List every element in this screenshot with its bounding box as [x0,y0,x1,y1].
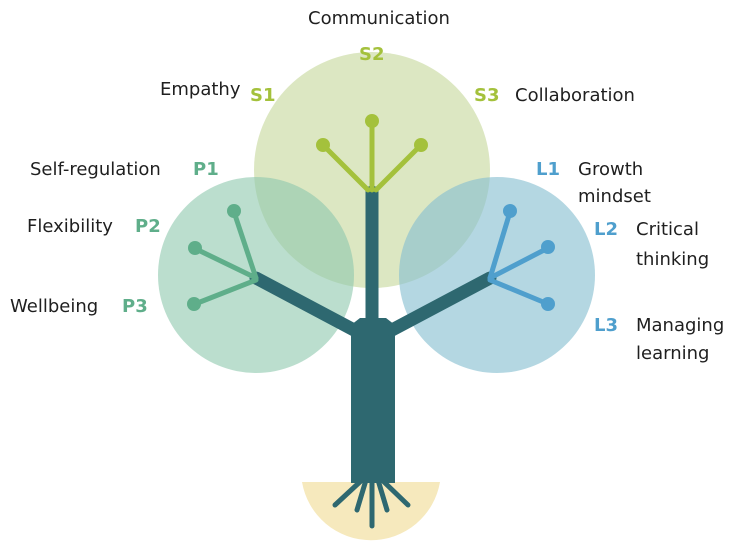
roots [332,475,411,529]
code-l2: L2 [594,219,618,240]
code-p1: P1 [193,159,219,180]
label-thinking: thinking [636,249,710,270]
social-node-s2 [365,114,379,128]
code-p2: P2 [135,216,161,237]
code-s2: S2 [359,44,385,65]
label-self-regulation: Self-regulation [30,159,161,180]
label-wellbeing: Wellbeing [10,296,99,317]
label-managing: Managing [636,315,725,336]
label-critical: Critical [636,219,699,240]
social-node-s3 [414,138,428,152]
personal-node-p3 [187,297,201,311]
trunk [351,325,395,483]
code-s3: S3 [474,85,500,106]
learning-node-l1 [503,204,517,218]
label-growth: Growth [578,159,644,180]
personal-twigs [192,209,259,307]
learning-twigs [487,209,551,307]
label-collaboration: Collaboration [515,85,635,106]
learning-node-l2 [541,240,555,254]
label-mindset: mindset [578,186,651,207]
code-p3: P3 [122,296,148,317]
personal-node-p2 [188,241,202,255]
label-empathy: Empathy [160,79,241,100]
social-title: Communication [308,8,450,29]
label-flexibility: Flexibility [27,216,113,237]
code-s1: S1 [250,85,276,106]
code-l3: L3 [594,315,618,336]
social-twigs [320,119,424,193]
learning-node-l3 [541,297,555,311]
social-node-s1 [316,138,330,152]
label-learning: learning [636,343,710,364]
personal-node-p1 [227,204,241,218]
code-l1: L1 [536,159,560,180]
main-branches [249,185,497,337]
